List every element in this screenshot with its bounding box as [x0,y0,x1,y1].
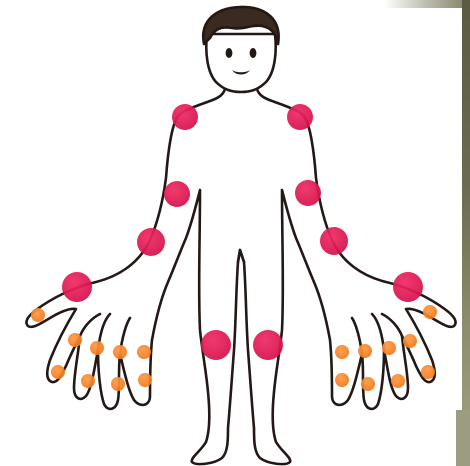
upper-forearm-right-marker [320,227,348,255]
elbow-left-marker [164,181,190,207]
finger-right-6-marker [421,365,435,379]
finger-right-5-marker [335,345,349,359]
hip-right-marker [253,330,283,360]
hip-left-marker [201,330,231,360]
finger-left-2-marker [68,333,82,347]
finger-right-8-marker [361,377,375,391]
finger-right-7-marker [391,374,405,388]
finger-left-8-marker [111,377,125,391]
finger-left-3-marker [90,341,104,355]
wrist-right-marker [393,272,423,302]
finger-right-3-marker [382,341,396,355]
right-eye [250,48,257,58]
left-eye [226,48,233,58]
head [203,7,278,92]
body-outline [26,82,455,464]
shoulder-left-marker [172,104,198,130]
wrist-left-marker [62,272,92,302]
upper-forearm-left-marker [137,228,165,256]
finger-left-7-marker [81,374,95,388]
face-outline [206,34,275,92]
finger-left-9-marker [138,373,152,387]
shoulder-right-marker [287,104,313,130]
elbow-right-marker [295,180,321,206]
finger-right-4-marker [358,344,372,358]
finger-left-6-marker [51,365,65,379]
finger-left-5-marker [137,345,151,359]
finger-left-1-marker [31,308,45,322]
finger-right-9-marker [335,373,349,387]
finger-right-2-marker [403,334,417,348]
finger-right-1-marker [423,305,437,319]
finger-left-4-marker [113,345,127,359]
